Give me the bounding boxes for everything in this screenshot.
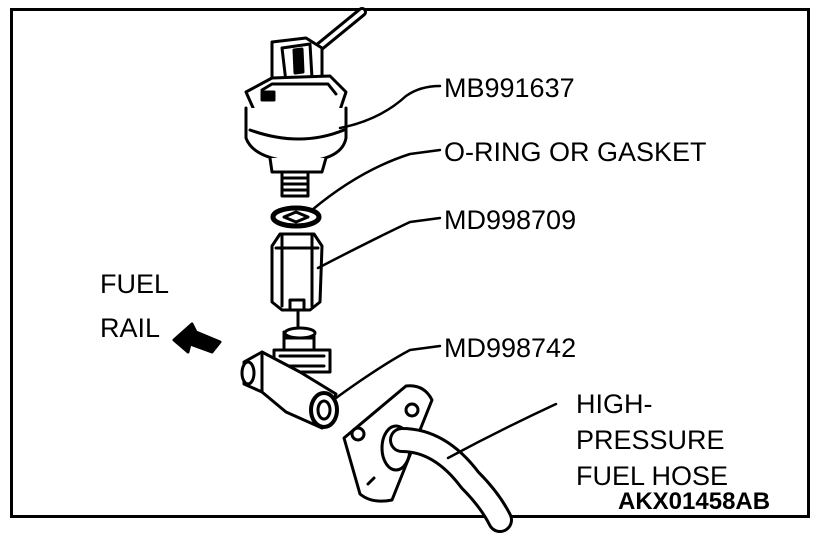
label-rail: RAIL: [100, 313, 161, 343]
leader-hose: [446, 402, 558, 460]
figure-code: AKX01458AB: [618, 488, 771, 515]
label-pressure: PRESSURE: [576, 425, 725, 455]
high-pressure-fuel-hose: [342, 384, 513, 533]
leader-md998742: [334, 344, 442, 400]
label-md998709: MD998709: [444, 205, 577, 235]
pressure-gauge-mb991637: [244, 36, 348, 198]
leader-md998709: [316, 216, 442, 270]
label-fuel-hose: FUEL HOSE: [576, 461, 729, 491]
sensor-cable: [313, 7, 367, 53]
label-mb991637: MB991637: [444, 73, 575, 103]
label-o-ring-or-gasket: O-RING OR GASKET: [444, 137, 707, 167]
adapter-md998709: [270, 232, 324, 330]
fuel-rail-arrow: [172, 322, 222, 354]
label-fuel: FUEL: [100, 269, 170, 299]
leader-o-ring: [310, 148, 442, 212]
leader-lines: [310, 84, 558, 460]
label-high: HIGH-: [576, 389, 653, 419]
tee-fitting-md998742: [240, 326, 339, 430]
leader-mb991637: [338, 84, 442, 130]
o-ring: [270, 205, 322, 229]
label-md998742: MD998742: [444, 333, 577, 363]
